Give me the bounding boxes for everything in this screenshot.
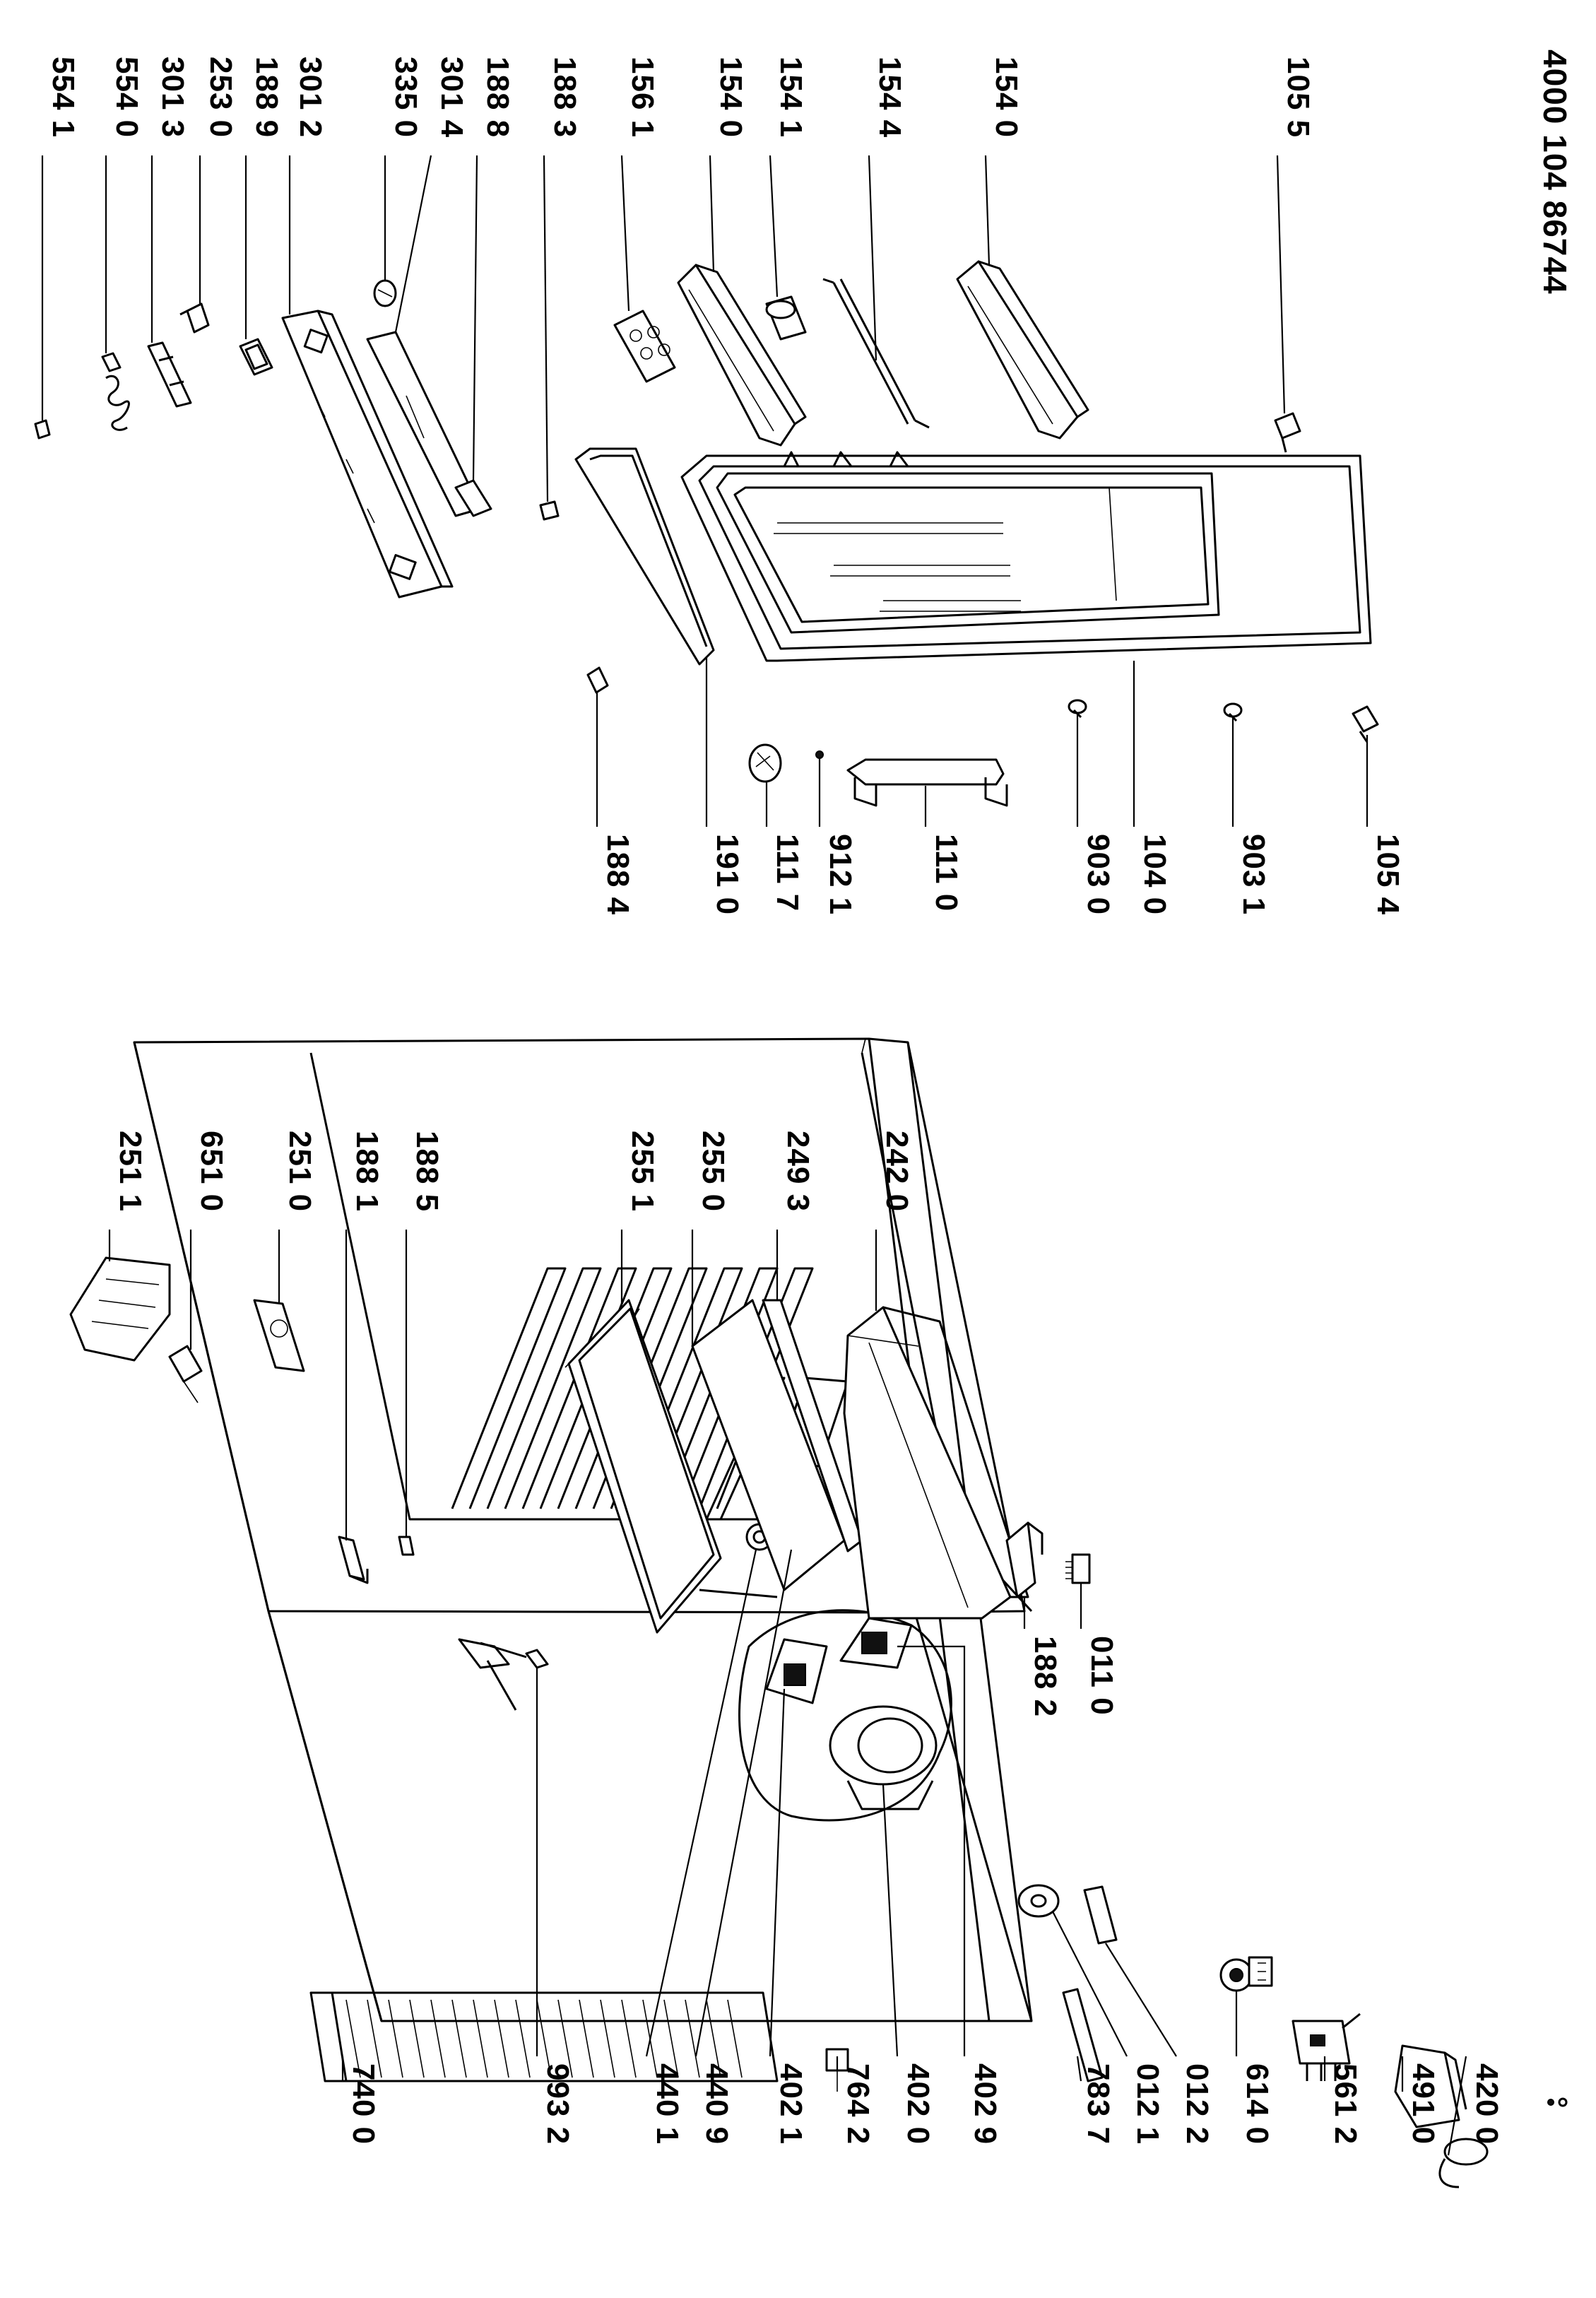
label-903-1: 903 1 (1236, 834, 1271, 915)
label-783-7: 783 7 (1081, 2063, 1116, 2145)
shelf-bar-part (822, 278, 930, 429)
label-105-5: 105 5 (1281, 57, 1316, 138)
shelf-clip-part (765, 295, 807, 341)
leader-lines (41, 155, 1467, 2156)
panel-cover-part (454, 479, 492, 517)
tube-part (1062, 1988, 1104, 2082)
label-255-1: 255 1 (625, 1131, 660, 1212)
label-554-0: 554 0 (110, 57, 144, 138)
compressor (829, 1705, 938, 1810)
label-912-1: 912 1 (823, 834, 858, 915)
spacer-part (1083, 1885, 1118, 1945)
label-764-2: 764 2 (841, 2063, 875, 2145)
cap-part (748, 743, 782, 783)
grommet-part (1017, 1884, 1060, 1918)
label-554-1: 554 1 (46, 57, 81, 138)
label-255-0: 255 0 (696, 1131, 731, 1212)
label-651-0: 651 0 (194, 1131, 229, 1212)
label-561-2: 561 2 (1328, 2063, 1363, 2145)
label-111-7: 111 7 (770, 834, 805, 912)
screw-part (1065, 1553, 1091, 1584)
label-301-3: 301 3 (155, 57, 190, 138)
frame-part (239, 338, 273, 376)
label-402-1: 402 1 (774, 2063, 808, 2145)
left-loose-parts (69, 1256, 1568, 2188)
label-188-1: 188 1 (350, 1131, 384, 1212)
label-188-2: 188 2 (1028, 1636, 1063, 1717)
bracket-part (338, 1536, 369, 1584)
label-440-1: 440 1 (650, 2063, 685, 2145)
label-335-0: 335 0 (389, 57, 423, 138)
label-188-3: 188 3 (548, 57, 582, 138)
label-420-0: 420 0 (1470, 2063, 1504, 2145)
thermostat-spring-part (101, 352, 130, 431)
label-402-9: 402 9 (968, 2063, 1003, 2145)
label-491-0: 491 0 (1406, 2063, 1441, 2145)
label-251-1: 251 1 (113, 1131, 148, 1212)
label-188-9: 188 9 (249, 57, 284, 138)
hinge-bracket-part (1005, 1521, 1044, 1598)
label-903-0: 903 0 (1081, 834, 1116, 915)
capacitor-part (1438, 2138, 1489, 2188)
relay-cover-part (1394, 2044, 1467, 2128)
label-301-4: 301 4 (435, 57, 469, 138)
label-440-9: 440 9 (699, 2063, 734, 2145)
panel-bracket-part (147, 341, 192, 408)
label-242-0: 242 0 (880, 1131, 914, 1212)
control-panel-part (281, 310, 454, 599)
label-188-5: 188 5 (410, 1131, 444, 1212)
egg-tray-part (613, 310, 676, 383)
relay-part (1291, 2013, 1361, 2081)
label-156-1: 156 1 (625, 57, 660, 138)
glass-shelf-part (564, 1299, 722, 1634)
door-assembly (539, 260, 1379, 807)
door-clip-part (586, 666, 609, 694)
hinge-part (1274, 412, 1379, 743)
spring-clip-part (34, 419, 51, 440)
label-111-0: 111 0 (929, 834, 964, 912)
relay-box (765, 1638, 828, 1704)
label-188-8: 188 8 (480, 57, 515, 138)
label-012-1: 012 1 (1130, 2063, 1165, 2145)
sensor-part (480, 1642, 549, 1669)
label-301-2: 301 2 (293, 57, 328, 138)
label-993-2: 993 2 (540, 2063, 575, 2145)
pin-part (398, 1536, 415, 1556)
fan-box (839, 1617, 913, 1669)
small-screw-part (815, 750, 824, 759)
label-402-0: 402 0 (901, 2063, 935, 2145)
knob-part (373, 279, 397, 307)
lamp-cover-part (69, 1256, 171, 1362)
document-code: 4000 104 86744 (1537, 49, 1573, 295)
crisper-drawer-part (843, 1306, 1029, 1620)
label-154-0-b: 154 0 (989, 57, 1024, 138)
lamp-plate-part (253, 1299, 305, 1372)
label-191-0: 191 0 (710, 834, 745, 915)
label-253-0: 253 0 (203, 57, 238, 138)
control-panel-assembly (34, 279, 492, 599)
door-shelf-part-2 (956, 260, 1089, 440)
small-clip-part (539, 500, 560, 521)
door-gasket-part (574, 447, 715, 666)
label-154-4: 154 4 (873, 57, 907, 138)
door-handle-part (846, 758, 1008, 807)
hinge-pin-part (1068, 699, 1243, 722)
label-154-1: 154 1 (774, 57, 808, 138)
label-740-0: 740 0 (346, 2063, 381, 2145)
label-154-0-a: 154 0 (714, 57, 748, 138)
lamp-part (168, 1345, 203, 1403)
label-614-0: 614 0 (1240, 2063, 1275, 2145)
label-011-0: 011 0 (1084, 1636, 1119, 1716)
part-number-labels: 554 1 554 0 301 3 253 0 188 9 301 2 335 … (46, 49, 1573, 2145)
label-104-0: 104 0 (1137, 834, 1172, 915)
label-251-0: 251 0 (283, 1131, 317, 1212)
label-249-3: 249 3 (781, 1131, 815, 1212)
door-shelf-part (677, 264, 807, 447)
label-105-4: 105 4 (1371, 834, 1405, 915)
thermostat-part (1219, 1956, 1273, 1992)
label-012-2: 012 2 (1180, 2063, 1214, 2145)
lamp-holder-part (179, 302, 210, 334)
label-188-4: 188 4 (601, 834, 635, 915)
